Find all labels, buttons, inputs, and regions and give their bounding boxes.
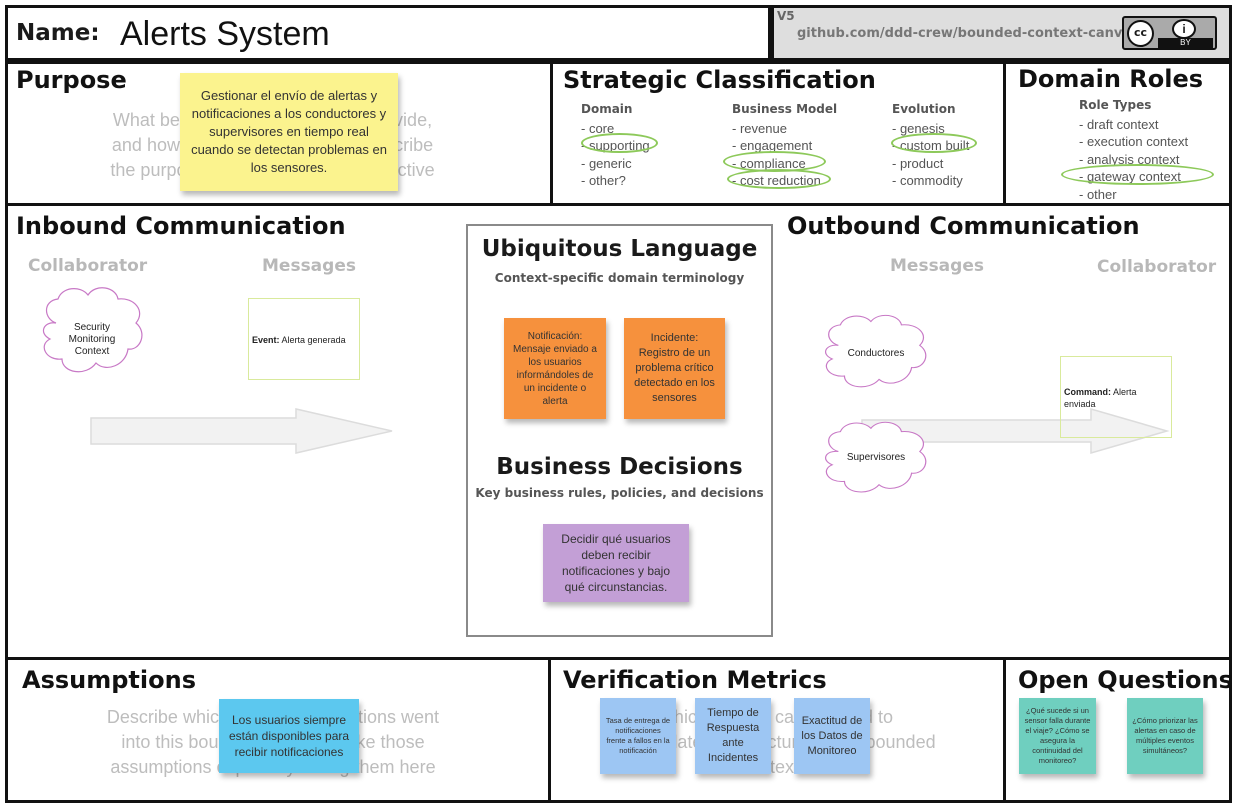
term-incidente-note[interactable]: Incidente: Registro de un problema críti… — [624, 318, 725, 419]
inbound-arrow — [90, 408, 393, 454]
by-icon: i — [1172, 19, 1196, 39]
metrics-title: Verification Metrics — [563, 666, 827, 694]
name-box — [5, 5, 771, 61]
decision-sticky-note[interactable]: Decidir qué usuarios deben recibir notif… — [543, 524, 689, 602]
supervisores-collaborator[interactable]: Supervisores — [846, 452, 906, 463]
inbound-message-box[interactable]: Event: Alerta generada — [248, 298, 360, 380]
context-name[interactable]: Alerts System — [120, 15, 330, 53]
role-types-column: Role Types - draft context - execution c… — [1079, 98, 1189, 202]
selected-gateway-context-circle — [1061, 164, 1214, 185]
conductores-collaborator[interactable]: Conductores — [847, 348, 905, 359]
inbound-title: Inbound Communication — [16, 212, 346, 240]
outbound-message-box[interactable]: Command: Alerta enviada — [1060, 356, 1172, 438]
selected-supporting-circle — [581, 133, 658, 153]
repo-link[interactable]: github.com/ddd-crew/bounded-context-canv… — [797, 26, 1139, 41]
security-monitoring-cloud — [42, 287, 143, 373]
purpose-sticky-note[interactable]: Gestionar el envío de alertas y notifica… — [180, 73, 398, 191]
selected-custom-built-circle — [891, 133, 977, 153]
assumptions-title: Assumptions — [22, 666, 196, 694]
business-decisions-title: Business Decisions — [496, 454, 743, 480]
inbound-message-text: Alerta generada — [281, 335, 346, 345]
domain-roles-title: Domain Roles — [1018, 65, 1204, 93]
ubiquitous-language-title: Ubiquitous Language — [481, 236, 758, 262]
metric-delivery-rate-note[interactable]: Tasa de entrega de notificaciones frente… — [600, 698, 676, 774]
supervisores-cloud — [824, 421, 927, 493]
assumption-sticky-note[interactable]: Los usuarios siempre están disponibles p… — [219, 699, 359, 773]
open-questions-title: Open Questions — [1018, 666, 1233, 694]
cc-icon: cc — [1127, 20, 1154, 47]
outbound-title: Outbound Communication — [787, 212, 1140, 240]
conductores-cloud — [824, 314, 927, 388]
strategic-title: Strategic Classification — [563, 66, 876, 94]
outbound-message-kind: Command: — [1064, 387, 1111, 397]
outbound-collaborator-label: Collaborator — [1097, 257, 1217, 277]
purpose-title: Purpose — [16, 66, 127, 94]
metric-response-time-note[interactable]: Tiempo de Respuesta ante Incidentes — [695, 698, 771, 774]
cc-license-badge: cc i BY — [1122, 16, 1217, 50]
by-label: BY — [1158, 38, 1213, 48]
selected-cost-reduction-circle — [727, 169, 831, 189]
metric-data-accuracy-note[interactable]: Exactitud de los Datos de Monitoreo — [794, 698, 870, 774]
inbound-messages-label: Messages — [262, 256, 356, 276]
version-label: V5 — [777, 9, 795, 23]
question-sensor-failure-note[interactable]: ¿Qué sucede si un sensor falla durante e… — [1019, 698, 1096, 774]
security-monitoring-context[interactable]: Security Monitoring Context — [68, 322, 116, 357]
outbound-messages-label: Messages — [890, 256, 984, 276]
question-alert-priority-note[interactable]: ¿Cómo priorizar las alertas en caso de m… — [1127, 698, 1203, 774]
term-notificacion-note[interactable]: Notificación: Mensaje enviado a los usua… — [504, 318, 606, 419]
name-label: Name: — [16, 20, 100, 46]
inbound-collaborator-label: Collaborator — [28, 256, 148, 276]
outbound-message-text: Alerta enviada — [1064, 387, 1137, 409]
ubiquitous-language-subtitle: Context-specific domain terminology — [494, 271, 745, 285]
business-decisions-subtitle: Key business rules, policies, and decisi… — [475, 486, 764, 500]
inbound-message-kind: Event: — [252, 335, 280, 345]
